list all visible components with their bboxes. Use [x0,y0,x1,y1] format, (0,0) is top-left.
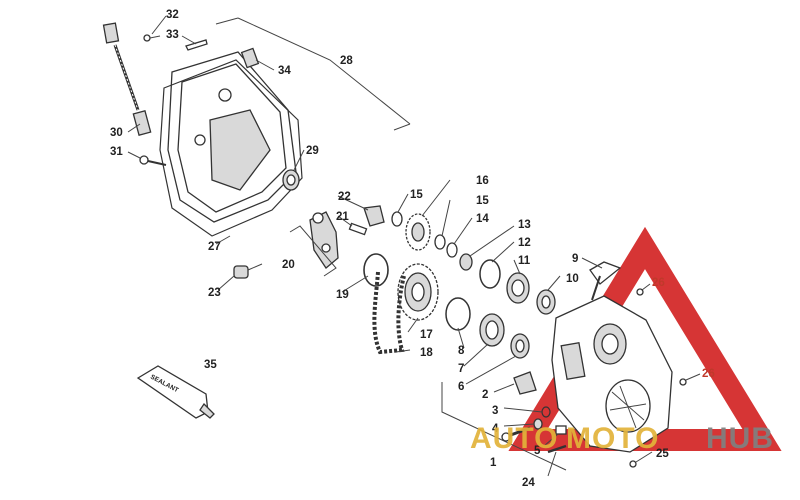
part-ring-12 [479,259,501,289]
part-nut-5 [555,425,567,435]
part-screw-26-a [636,288,644,296]
part-bearing-11 [506,272,530,304]
part-sprocket-17 [397,263,439,321]
callout-21: 21 [336,211,349,223]
assembly-bracket-20 [289,225,337,277]
part-breather-34 [240,47,260,69]
part-ring-19 [363,253,389,287]
callout-12: 12 [518,237,531,249]
callout-30: 30 [110,127,123,139]
part-clip-33 [185,39,208,51]
part-washer-13 [459,253,473,271]
part-pin-21 [348,222,368,236]
callout-27: 27 [208,241,221,253]
callout-15a: 15 [410,189,423,201]
callout-20: 20 [282,259,295,271]
part-washer-15-b [434,234,446,250]
callout-28: 28 [340,55,353,67]
watermark-word-moto: MOTO [566,422,659,455]
part-cover-28 [167,51,297,223]
part-cable-30 [102,22,152,136]
callout-11: 11 [518,255,531,267]
callout-10: 10 [566,273,579,285]
callout-24: 24 [522,477,535,489]
watermark-word-hub: HUB [706,422,774,455]
callout-15b: 15 [476,195,489,207]
callout-19: 19 [336,289,349,301]
callout-4: 4 [492,423,499,435]
callout-3: 3 [492,405,498,417]
callout-26a: 26 [652,277,665,289]
part-seal-6 [510,333,530,359]
callout-2: 2 [482,389,488,401]
callout-1: 1 [490,457,497,469]
callout-5: 5 [534,445,541,457]
watermark-wordmark: AUTO MOTO HUB [470,422,774,455]
callout-22: 22 [338,191,351,203]
callout-29: 29 [306,145,319,157]
callout-14: 14 [476,213,489,225]
callout-33: 33 [166,29,179,41]
watermark-word-auto: AUTO [470,422,558,455]
callout-9: 9 [572,253,578,265]
callout-26b: 26 [702,368,715,380]
callout-16: 16 [476,175,489,187]
callout-18: 18 [420,347,433,359]
part-block-22 [363,205,385,227]
part-washer-15-a [391,211,403,227]
part-tensioner-arm-20 [309,211,339,269]
callout-25: 25 [656,448,669,460]
assembly-bracket-28 [215,17,411,131]
callout-17: 17 [420,329,433,341]
callout-13: 13 [518,219,531,231]
part-dipstick-9 [589,261,622,301]
part-gear-16 [405,213,431,251]
part-bolt-24 [547,444,567,454]
callout-23: 23 [208,287,221,299]
part-seal-29 [282,169,300,191]
part-gasket-27 [159,59,303,237]
callout-32: 32 [166,9,179,21]
part-bolt-1 [501,426,531,442]
callout-8: 8 [458,345,465,357]
callout-31: 31 [110,146,123,158]
part-screw-32 [143,34,161,42]
part-chain-18 [372,271,406,355]
leader-lines [127,15,701,477]
part-ring-8 [445,297,471,331]
part-washer-14 [446,242,458,258]
part-spring-23 [233,263,263,279]
part-seal-10 [536,289,556,315]
assembly-bracket-1 [441,382,567,471]
part-housing [551,295,673,453]
callout-34: 34 [278,65,291,77]
callout-numbers: 1 2 3 4 5 6 7 8 9 10 11 12 13 14 15 15 1… [110,9,715,489]
part-screw-25 [629,460,637,468]
part-bracket-2 [513,371,537,395]
part-sealant-tube-35: SEALANT [136,365,215,419]
part-bearing-7 [479,313,505,347]
callout-6: 6 [458,381,464,393]
callout-35: 35 [204,359,217,371]
callout-7: 7 [458,363,464,375]
part-screw-26-b [679,378,687,386]
